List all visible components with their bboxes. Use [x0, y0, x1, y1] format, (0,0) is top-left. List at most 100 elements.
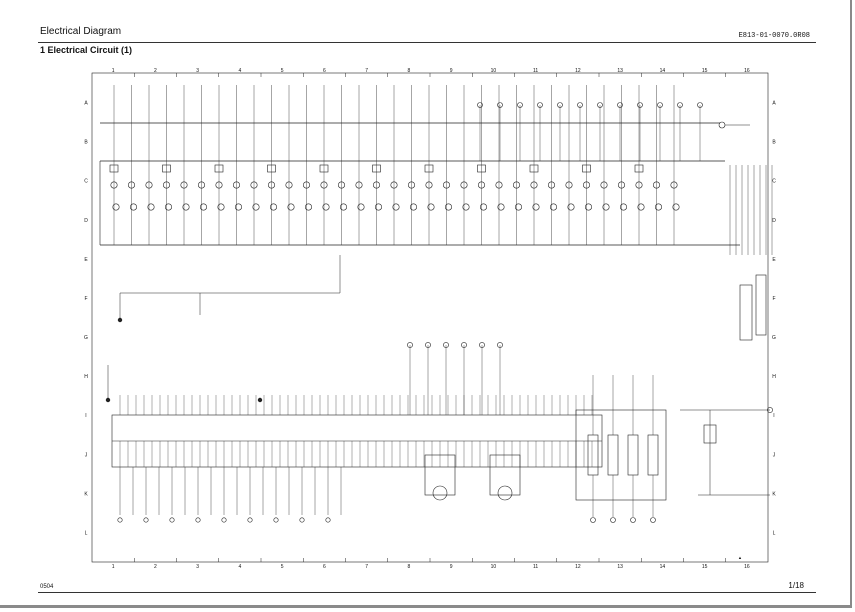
column-label: 2 — [154, 68, 157, 74]
fuse-symbol — [514, 203, 522, 211]
fuse-symbol — [112, 203, 120, 211]
fuse-symbol — [497, 203, 505, 211]
column-label: 14 — [660, 564, 666, 570]
column-label: 12 — [575, 68, 581, 74]
row-label: B — [772, 140, 776, 146]
connector-symbol — [590, 517, 596, 523]
column-label: 14 — [660, 68, 666, 74]
column-label: 6 — [323, 564, 326, 570]
connector-symbol — [461, 342, 467, 348]
column-label: 7 — [365, 564, 368, 570]
fuse-symbol — [654, 203, 662, 211]
fuse-symbol — [532, 203, 540, 211]
component-box — [582, 164, 591, 173]
fuse-symbol — [602, 203, 610, 211]
relay-symbol — [607, 434, 619, 476]
switch-symbol — [703, 424, 717, 444]
column-label: 12 — [575, 564, 581, 570]
component-box — [319, 164, 329, 173]
label-box — [755, 274, 767, 336]
fuse-symbol — [392, 203, 400, 211]
motor-box — [424, 454, 456, 496]
label-box — [739, 284, 753, 341]
row-label: L — [773, 530, 776, 536]
component-box — [424, 164, 434, 173]
connector-symbol — [325, 517, 331, 523]
document-code: E813-01-0070.0R08 — [738, 32, 810, 40]
column-label: 15 — [702, 564, 708, 570]
connector-symbol — [650, 517, 656, 523]
row-label: L — [85, 530, 88, 536]
row-label: A — [84, 101, 88, 107]
column-label: 9 — [450, 564, 453, 570]
row-label: C — [772, 179, 776, 185]
column-label: 4 — [238, 68, 241, 74]
component-box — [162, 164, 171, 173]
fuse-symbol — [147, 203, 155, 211]
column-label: 11 — [533, 68, 538, 74]
row-label: J — [85, 452, 88, 458]
row-label: E — [772, 257, 776, 263]
connector-symbol — [497, 342, 503, 348]
column-label: 5 — [281, 68, 284, 74]
connector-symbol — [718, 121, 726, 129]
terminal-dot — [257, 397, 263, 403]
row-label: C — [84, 179, 88, 185]
column-label: 16 — [744, 68, 750, 74]
connector-symbol — [143, 517, 149, 523]
column-label: 3 — [196, 564, 199, 570]
fuse-symbol — [672, 203, 680, 211]
header-rule — [38, 42, 816, 43]
fuse-symbol — [305, 203, 313, 211]
fuse-symbol — [479, 203, 487, 211]
connector-symbol — [443, 342, 449, 348]
column-label: 6 — [323, 68, 326, 74]
motor-symbol — [497, 485, 513, 501]
component-box — [372, 164, 381, 173]
fuse-symbol — [200, 203, 208, 211]
connector-symbol — [117, 517, 123, 523]
row-label: E — [84, 257, 88, 263]
connector-symbol — [195, 517, 201, 523]
footer-rule — [38, 592, 816, 593]
fuse-symbol — [427, 203, 435, 211]
row-label: G — [772, 335, 776, 341]
column-label: 10 — [491, 564, 497, 570]
column-label: 5 — [281, 564, 284, 570]
connector-symbol — [610, 517, 616, 523]
row-label: F — [772, 296, 775, 302]
fuse-symbol — [235, 203, 243, 211]
relay-bank — [575, 409, 667, 501]
row-label: D — [84, 218, 88, 224]
component-box — [267, 164, 276, 173]
column-label: 8 — [407, 68, 410, 74]
footer-code: 0504 — [40, 584, 54, 590]
connector-symbol — [273, 517, 279, 523]
fuse-symbol — [129, 203, 137, 211]
column-label: 7 — [365, 68, 368, 74]
wiring-diagram-canvas: 1122334455667788991010111112121313141415… — [84, 68, 776, 570]
fuse-symbol — [287, 203, 295, 211]
connector-symbol — [767, 407, 773, 413]
row-label: H — [772, 374, 776, 380]
column-label: 16 — [744, 564, 750, 570]
row-label: B — [84, 140, 88, 146]
fuse-symbol — [322, 203, 330, 211]
connector-symbol — [169, 517, 175, 523]
fuse-symbol — [567, 203, 575, 211]
fuse-symbol — [182, 203, 190, 211]
row-label: D — [772, 218, 776, 224]
row-label: K — [84, 491, 88, 497]
column-label: 2 — [154, 564, 157, 570]
component-box — [214, 164, 224, 173]
column-label: 11 — [533, 564, 538, 570]
connector-symbol — [407, 342, 413, 348]
column-label: 8 — [407, 564, 410, 570]
connector-symbol — [479, 342, 485, 348]
component-box — [109, 164, 119, 173]
fuse-symbol — [619, 203, 627, 211]
connector-symbol — [630, 517, 636, 523]
row-label: F — [84, 296, 87, 302]
column-label: 3 — [196, 68, 199, 74]
